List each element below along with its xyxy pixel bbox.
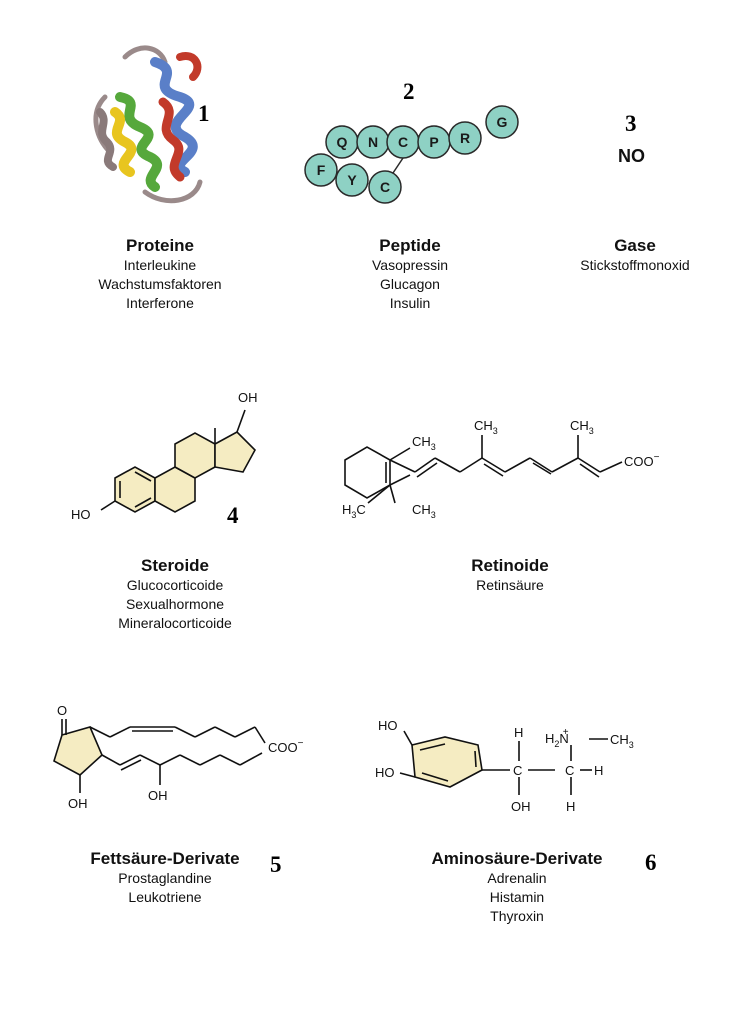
category-title: Retinoide <box>471 556 549 575</box>
ring-d <box>214 431 256 473</box>
helix-grey <box>96 108 117 171</box>
residue-r <box>448 121 482 155</box>
ad-h-label: H <box>594 763 603 778</box>
residue-y <box>335 163 369 197</box>
residue-label: R <box>460 130 470 146</box>
residue-label: Y <box>347 172 357 188</box>
label-number-3: 3 <box>625 111 637 136</box>
label-number-2: 2 <box>403 79 415 104</box>
category-item: Glucagon <box>380 276 440 292</box>
gas-formula: NO <box>618 146 645 166</box>
category-item: Interleukine <box>123 257 197 273</box>
steroid-ho-label: HO <box>71 507 91 522</box>
category-item: Insulin <box>389 295 431 311</box>
coil-bottom <box>142 179 203 204</box>
ret-ch3-label: CH3 <box>474 418 498 436</box>
ret-ch3-label: CH3 <box>412 434 436 452</box>
residue-label: C <box>398 134 408 150</box>
helix-yellow <box>110 107 137 177</box>
category-item: Wachstumsfaktoren <box>98 276 222 292</box>
helix-green <box>115 92 162 192</box>
ho-bond-lower <box>399 772 416 778</box>
cyclopentane-ring <box>53 726 103 776</box>
residue-label: C <box>380 179 390 195</box>
ad-ch3-label: CH3 <box>610 732 634 750</box>
category-retinoide: Retinoide Retinsäure <box>420 555 600 595</box>
category-fettsaeure-derivate: Fettsäure-Derivate Prostaglandine Leukot… <box>65 848 265 907</box>
category-item: Sexualhormone <box>125 596 225 612</box>
helix-red <box>158 97 185 182</box>
ad-c-label: C <box>565 763 574 778</box>
helix-blue <box>150 57 198 177</box>
helix-red-top <box>176 52 202 81</box>
peptide-chain-illustration: Q N C P R G F Y C <box>304 105 519 204</box>
category-item: Vasopressin <box>371 257 448 273</box>
category-steroide: Steroide Glucocorticoide Sexualhormone M… <box>75 555 275 633</box>
residue-label: G <box>497 114 508 130</box>
category-title: Fettsäure-Derivate <box>90 849 240 868</box>
steroid-structure: OH HO <box>71 390 258 522</box>
ret-h3c-label: H3C <box>342 502 366 520</box>
category-gase: Gase Stickstoffmonoxid <box>545 235 725 275</box>
residue-c-bottom <box>368 170 402 204</box>
category-item: Leukotriene <box>128 889 202 905</box>
label-number-4: 4 <box>227 503 239 528</box>
ret-coo-label: COO− <box>624 452 660 469</box>
label-number-6: 6 <box>645 850 657 875</box>
category-title: Gase <box>614 236 656 255</box>
category-proteine: Proteine Interleukine Wachstumsfaktoren … <box>60 235 260 313</box>
label-number-5: 5 <box>270 852 282 877</box>
oh-bond <box>236 409 246 433</box>
residue-g <box>485 105 519 139</box>
category-title: Aminosäure-Derivate <box>431 849 603 868</box>
retinoid-structure: CH3 CH3 CH3 CH3 H3C COO− <box>342 418 660 520</box>
ad-c-label: C <box>513 763 522 778</box>
adrenaline-structure: HO HO H C OH C H H H2N+ CH3 <box>375 718 634 814</box>
category-item: Stickstoffmonoxid <box>580 257 690 273</box>
category-title: Steroide <box>140 556 210 575</box>
category-item: Interferone <box>126 295 194 311</box>
category-title: Proteine <box>125 236 195 255</box>
pg-coo-label: COO− <box>268 738 304 755</box>
category-item: Mineralocorticoide <box>118 615 232 631</box>
protein-ribbon-illustration <box>93 45 203 204</box>
residue-label: P <box>429 134 438 150</box>
residue-label: F <box>317 162 326 178</box>
category-item: Retinsäure <box>476 577 544 593</box>
disulfide-bond <box>392 157 404 174</box>
prostaglandin-structure: O COO− OH OH <box>53 705 304 811</box>
steroid-oh-label: OH <box>238 390 258 405</box>
ret-ch3-label: CH3 <box>412 502 436 520</box>
residue-label: Q <box>337 134 348 150</box>
label-number-1: 1 <box>198 101 210 126</box>
ho-bond <box>100 500 116 511</box>
ad-ho-label: HO <box>375 765 395 780</box>
residue-label: N <box>368 134 378 150</box>
category-title: Peptide <box>379 236 441 255</box>
ad-h2n-label: H2N+ <box>545 727 569 749</box>
pg-o-label: O <box>57 705 67 718</box>
pg-oh-label: OH <box>68 796 88 811</box>
category-peptide: Peptide Vasopressin Glucagon Insulin <box>320 235 500 313</box>
ad-ho-label: HO <box>378 718 398 733</box>
ad-h-label: H <box>514 725 523 740</box>
ad-oh-label: OH <box>511 799 531 814</box>
category-item: Thyroxin <box>490 908 544 924</box>
ret-ch3-label: CH3 <box>570 418 594 436</box>
category-item: Histamin <box>489 889 545 905</box>
residue-f <box>304 153 338 187</box>
ring-a <box>114 466 156 513</box>
ho-bond-upper <box>403 730 413 746</box>
category-item: Adrenalin <box>487 870 547 886</box>
category-item: Glucocorticoide <box>126 577 224 593</box>
benzene-ring <box>411 736 483 788</box>
ad-h-label: H <box>566 799 575 814</box>
category-aminosaeure-derivate: Aminosäure-Derivate Adrenalin Histamin T… <box>402 848 632 926</box>
coil-top <box>122 45 168 65</box>
pg-oh-label: OH <box>148 788 168 803</box>
category-item: Prostaglandine <box>118 870 212 886</box>
